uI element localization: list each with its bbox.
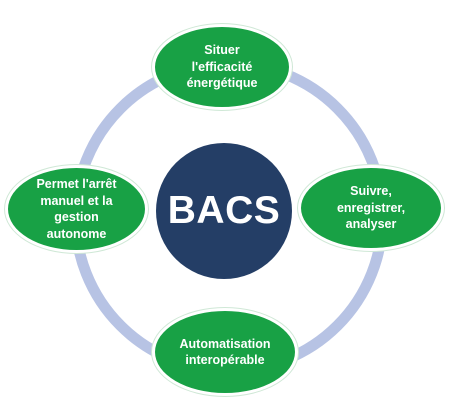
node-situer-efficacite: Situer l'efficacité énergétique — [152, 24, 292, 110]
node-top-label: Situer l'efficacité énergétique — [186, 43, 258, 91]
center-label: BACS — [167, 189, 281, 232]
node-bottom-label: Automatisation interopérable — [179, 336, 271, 368]
node-right-label: Suivre, enregistrer, analyser — [336, 184, 406, 232]
node-arret-manuel: Permet l'arrêt manuel et la gestion auto… — [5, 165, 148, 253]
node-left-label: Permet l'arrêt manuel et la gestion auto… — [36, 177, 117, 241]
node-automatisation: Automatisation interopérable — [152, 308, 298, 396]
node-suivre-enregistrer: Suivre, enregistrer, analyser — [298, 165, 444, 251]
center-circle-bacs: BACS — [156, 143, 292, 279]
